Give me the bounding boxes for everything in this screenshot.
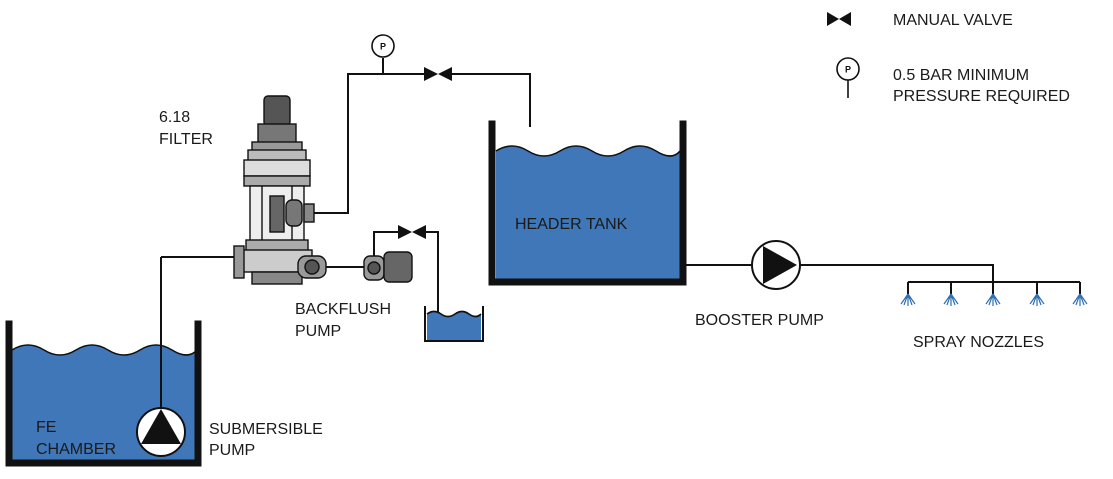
header-tank-label: HEADER TANK bbox=[515, 216, 628, 233]
booster-pump-icon bbox=[751, 240, 801, 290]
fe-chamber-label-line2: CHAMBER bbox=[36, 441, 116, 458]
backflush-pump-label-line1: BACKFLUSH bbox=[295, 301, 391, 318]
legend-manual-valve-label: MANUAL VALVE bbox=[893, 12, 1013, 29]
filter-unit-icon bbox=[233, 95, 327, 285]
pipe-valve-to-header-tank bbox=[452, 73, 531, 127]
fe-chamber-label-line1: FE bbox=[36, 419, 56, 436]
pressure-gauge-icon: P bbox=[371, 34, 395, 58]
backflush-pump-icon bbox=[363, 251, 413, 283]
submersible-pump-icon bbox=[136, 257, 186, 457]
backflush-drain-tank bbox=[424, 306, 484, 342]
legend: MANUAL VALVE P 0.5 BAR MINIMUM PRESSURE … bbox=[827, 12, 1070, 105]
manual-valve-backflush-icon bbox=[398, 225, 426, 239]
gauge-symbol: P bbox=[380, 42, 386, 52]
pipe-booster-to-nozzles bbox=[800, 264, 994, 282]
submersible-pump-label-line1: SUBMERSIBLE bbox=[209, 421, 323, 438]
pipe-backflush-loop bbox=[373, 231, 398, 256]
booster-pump-label: BOOSTER PUMP bbox=[695, 312, 824, 329]
submersible-pump-label-line2: PUMP bbox=[209, 442, 255, 459]
legend-gauge-symbol: P bbox=[845, 65, 851, 75]
spray-nozzle-icon bbox=[900, 282, 916, 306]
legend-valve-icon bbox=[827, 12, 851, 26]
legend-gauge-icon: P bbox=[836, 57, 860, 98]
header-tank: HEADER TANK bbox=[488, 120, 687, 286]
spray-nozzle-icon bbox=[1072, 282, 1088, 306]
spray-nozzle-icon bbox=[985, 282, 1001, 306]
backflush-pump-label-line2: PUMP bbox=[295, 323, 341, 340]
pipe-filter-to-header-tank bbox=[314, 73, 424, 214]
filter-label-line2: FILTER bbox=[159, 131, 213, 148]
spray-nozzles-label: SPRAY NOZZLES bbox=[913, 334, 1044, 351]
legend-gauge-label-line2: PRESSURE REQUIRED bbox=[893, 88, 1070, 105]
pipe-backflush-to-tank bbox=[426, 231, 439, 312]
filter-label-line1: 6.18 bbox=[159, 109, 190, 126]
legend-gauge-label-line1: 0.5 BAR MINIMUM bbox=[893, 67, 1029, 84]
spray-nozzle-icon bbox=[943, 282, 959, 306]
manual-valve-top-icon bbox=[424, 67, 452, 81]
spray-nozzle-icon bbox=[1029, 282, 1045, 306]
